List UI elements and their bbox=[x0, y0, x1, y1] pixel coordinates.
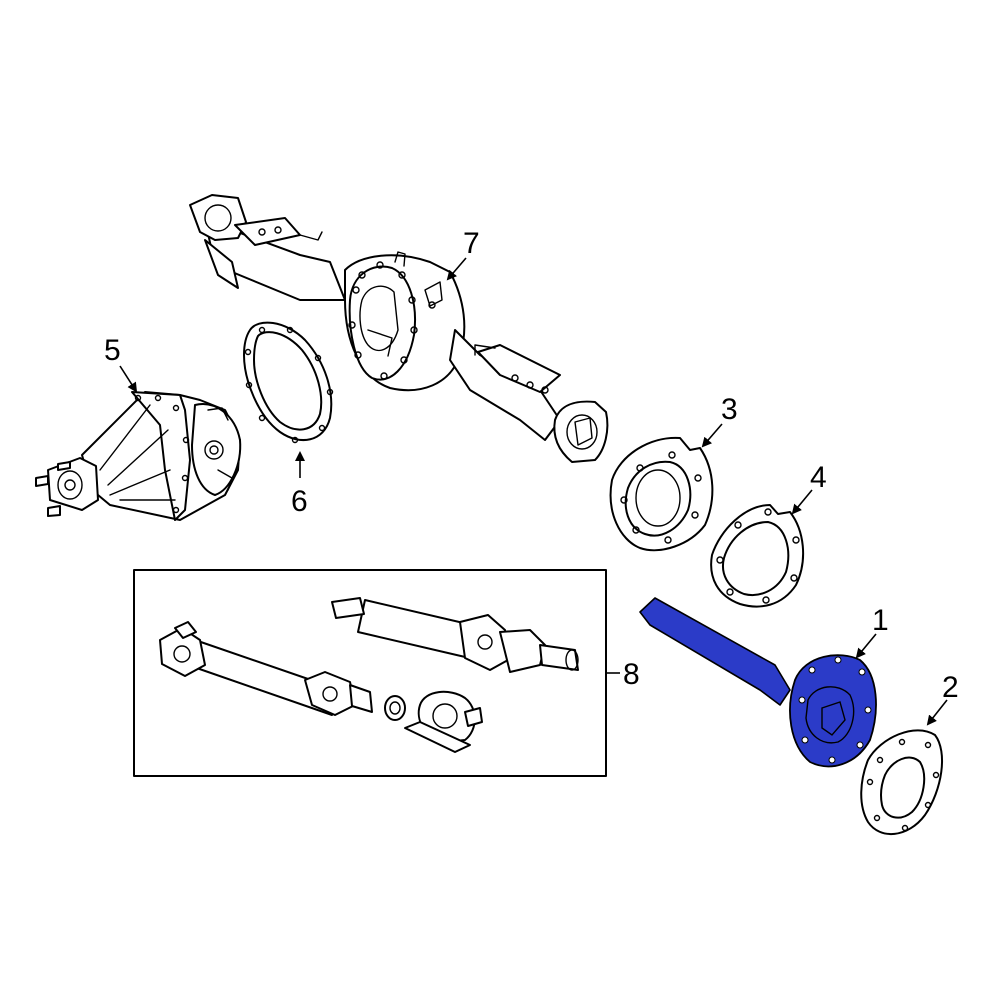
callout-3: 3 bbox=[721, 393, 738, 426]
flange-gasket[interactable] bbox=[860, 729, 943, 836]
leader-2 bbox=[926, 699, 948, 726]
front-drive-shaft[interactable] bbox=[159, 621, 406, 721]
leader-5 bbox=[119, 365, 138, 393]
axle-housing[interactable] bbox=[189, 194, 609, 463]
leader-7 bbox=[446, 257, 467, 281]
differential-carrier[interactable] bbox=[35, 391, 242, 521]
leader-4 bbox=[791, 489, 813, 515]
leader-3 bbox=[701, 423, 723, 448]
callout-2: 2 bbox=[942, 671, 959, 704]
axle-shaft[interactable] bbox=[639, 597, 877, 768]
callout-8: 8 bbox=[623, 658, 640, 691]
callout-7: 7 bbox=[463, 227, 480, 260]
callout-6: 6 bbox=[291, 485, 308, 518]
rear-drive-shaft[interactable] bbox=[331, 597, 579, 673]
axle-gasket[interactable] bbox=[710, 504, 805, 608]
leader-1 bbox=[855, 633, 877, 659]
backing-plate[interactable] bbox=[609, 436, 714, 552]
center-support-bearing[interactable] bbox=[404, 690, 483, 753]
leader-arrows bbox=[119, 257, 948, 726]
differential-gasket[interactable] bbox=[243, 321, 334, 444]
callout-1: 1 bbox=[872, 604, 889, 637]
callout-4: 4 bbox=[810, 461, 827, 494]
callout-5: 5 bbox=[104, 334, 121, 367]
